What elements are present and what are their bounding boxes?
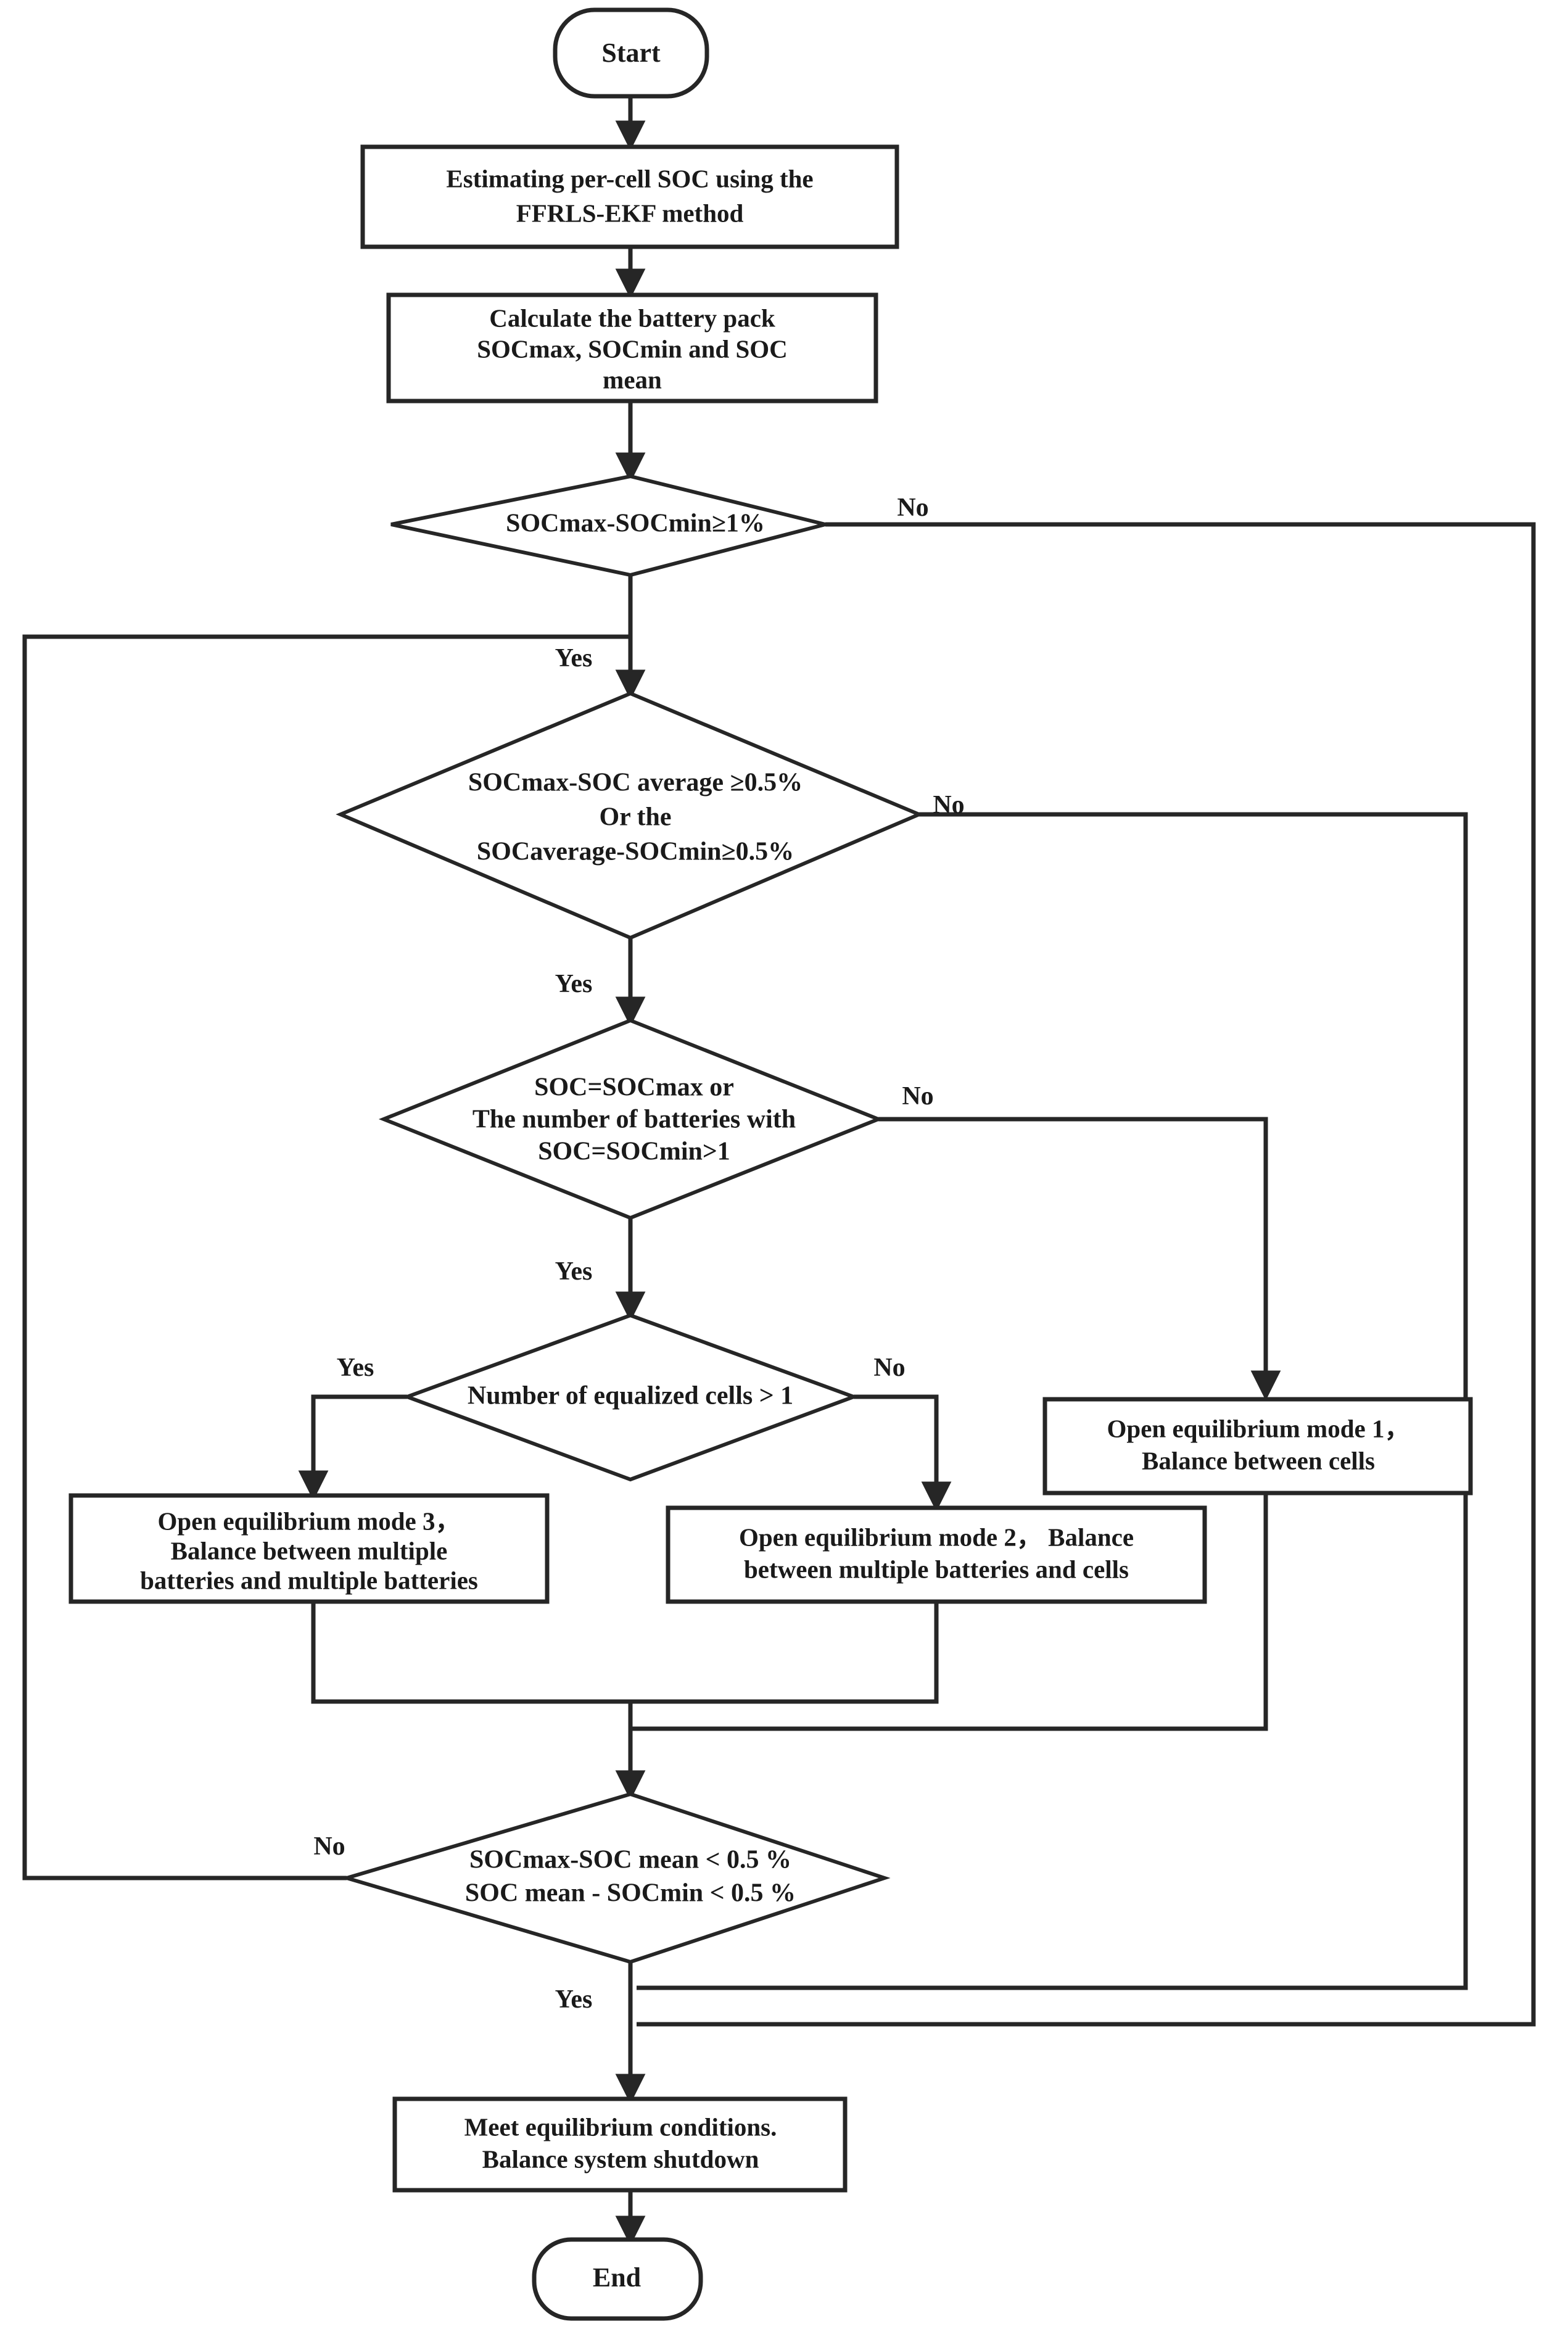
- edge-mode3-merge: [311, 1599, 630, 1704]
- node-mode-3-line2: Balance between multiple: [171, 1536, 448, 1565]
- node-mode-3-line1: Open equilibrium mode 3，: [158, 1507, 461, 1535]
- node-start[interactable]: Start: [553, 7, 709, 99]
- node-decision-3-line1: SOC=SOCmax or: [534, 1073, 734, 1102]
- node-decision-2-line2: Or the: [599, 803, 671, 832]
- node-shutdown-line2: Balance system shutdown: [482, 2145, 759, 2173]
- node-mode-1-line2: Balance between cells: [1142, 1446, 1375, 1475]
- node-decision-3[interactable]: SOC=SOCmax or The number of batteries wi…: [378, 1018, 884, 1220]
- node-end[interactable]: End: [532, 2237, 703, 2321]
- node-end-label: End: [593, 2262, 641, 2293]
- edge-mode1-merge: [630, 1493, 1268, 1731]
- node-shutdown[interactable]: Meet equilibrium conditions. Balance sys…: [392, 2096, 848, 2193]
- edge-decision3-no: [878, 1117, 1281, 1401]
- edge-label-decision5-no: No: [313, 1832, 345, 1861]
- node-decision-1-line1: SOCmax-SOCmin≥1%: [506, 510, 765, 538]
- edge-label-decision4-no: No: [873, 1354, 905, 1382]
- node-mode-1[interactable]: Open equilibrium mode 1， Balance between…: [1042, 1397, 1473, 1495]
- node-shutdown-line1: Meet equilibrium conditions.: [464, 2112, 777, 2141]
- node-decision-5-line1: SOCmax-SOC mean < 0.5 %: [469, 1846, 791, 1874]
- edge-label-decision2-no: No: [933, 791, 964, 819]
- node-mode-2-line1: Open equilibrium mode 2， Balance: [739, 1523, 1134, 1551]
- node-mode-2-line2: between multiple batteries and cells: [744, 1555, 1129, 1583]
- node-decision-1[interactable]: SOCmax-SOCmin≥1%: [390, 474, 826, 577]
- node-calculate-pack[interactable]: Calculate the battery pack SOCmax, SOCmi…: [386, 292, 878, 403]
- node-calculate-pack-line2: SOCmax, SOCmin and SOC: [477, 334, 788, 363]
- edge-mode2-merge: [630, 1602, 939, 1704]
- node-decision-2-line1: SOCmax-SOC average ≥0.5%: [468, 769, 803, 797]
- edge-decision4-no: [854, 1394, 952, 1512]
- node-decision-4-line1: Number of equalized cells > 1: [468, 1382, 793, 1410]
- edge-decision1-no: [637, 522, 1536, 2027]
- node-estimate-soc[interactable]: Estimating per-cell SOC using the FFRLS-…: [360, 144, 899, 249]
- edge-label-decision1-no: No: [897, 494, 928, 522]
- edge-label-decision1-yes: Yes: [555, 644, 593, 672]
- node-decision-5[interactable]: SOCmax-SOC mean < 0.5 % SOC mean - SOCmi…: [340, 1792, 891, 1964]
- node-estimate-soc-line1: Estimating per-cell SOC using the: [446, 164, 813, 192]
- edge-label-decision2-yes: Yes: [555, 970, 593, 998]
- edge-decision5-no-feedback: [22, 634, 630, 1880]
- node-calculate-pack-line1: Calculate the battery pack: [489, 304, 775, 332]
- edge-label-decision3-yes: Yes: [555, 1257, 593, 1286]
- node-mode-1-line1: Open equilibrium mode 1，: [1107, 1414, 1410, 1442]
- node-decision-5-line2: SOC mean - SOCmin < 0.5 %: [465, 1879, 796, 1908]
- node-decision-3-line3: SOC=SOCmin>1: [538, 1138, 730, 1166]
- edge-label-decision4-yes: Yes: [337, 1354, 374, 1382]
- node-calculate-pack-line3: mean: [603, 365, 662, 394]
- node-decision-2-line3: SOCaverage-SOCmin≥0.5%: [477, 838, 794, 866]
- node-start-label: Start: [601, 38, 661, 68]
- node-estimate-soc-line2: FFRLS-EKF method: [516, 199, 744, 227]
- node-decision-3-line2: The number of batteries with: [472, 1106, 796, 1134]
- node-mode-3-line3: batteries and multiple batteries: [140, 1566, 478, 1594]
- node-decision-2[interactable]: SOCmax-SOC average ≥0.5% Or the SOCavera…: [336, 691, 924, 940]
- edge-label-decision3-no: No: [902, 1082, 933, 1111]
- node-mode-3[interactable]: Open equilibrium mode 3， Balance between…: [68, 1493, 550, 1604]
- node-mode-2[interactable]: Open equilibrium mode 2， Balance between…: [666, 1505, 1207, 1604]
- node-decision-4[interactable]: Number of equalized cells > 1: [402, 1313, 859, 1482]
- edge-decision4-yes: [298, 1394, 407, 1501]
- edge-label-decision5-yes: Yes: [555, 1985, 593, 2014]
